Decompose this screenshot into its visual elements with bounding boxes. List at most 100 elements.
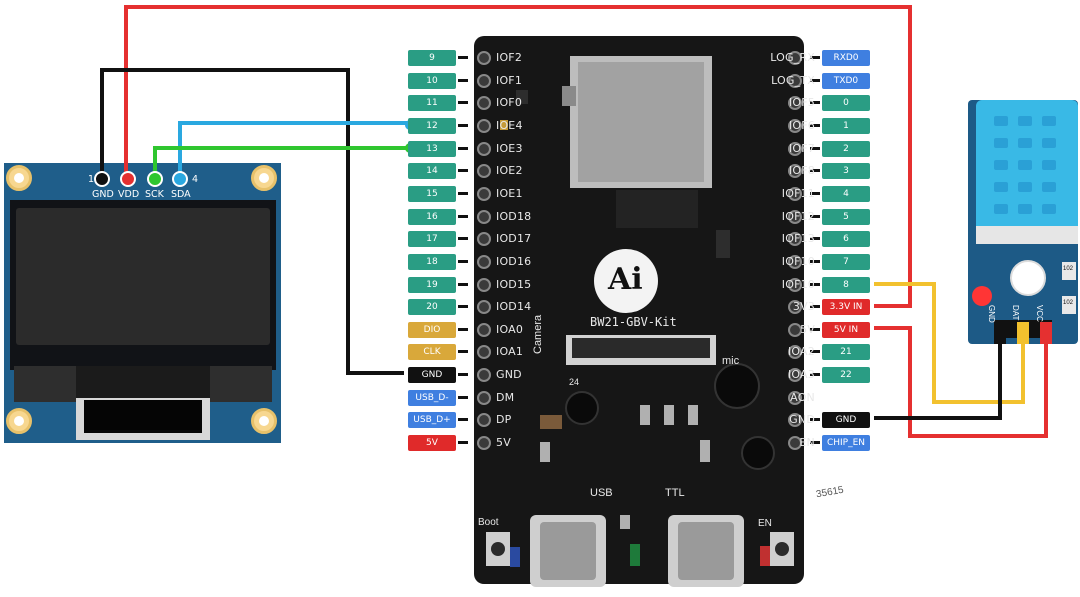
left-connector-12	[458, 327, 468, 331]
left-pin-15: DM	[496, 390, 515, 404]
right-connector-3	[810, 123, 820, 127]
left-hole-1	[477, 73, 491, 88]
wire-sda	[178, 121, 410, 175]
right-label-5: 3	[822, 163, 870, 180]
right-connector-7	[810, 214, 820, 218]
right-label-17: CHIP_EN	[822, 435, 870, 452]
left-hole-5	[477, 164, 491, 179]
right-hole-3	[788, 118, 802, 133]
right-hole-2	[788, 96, 802, 111]
left-label-11: 20	[408, 299, 456, 316]
left-connector-3	[458, 123, 468, 127]
left-pin-10: IOD15	[496, 277, 532, 291]
right-label-12: 5V IN	[822, 321, 870, 338]
left-label-1: 10	[408, 72, 456, 89]
sensor-resistor-2: 102	[1063, 300, 1074, 306]
oled-mount-hole-tr	[251, 165, 277, 191]
sensor-pins	[994, 322, 1052, 344]
right-label-9: 7	[822, 253, 870, 270]
left-label-12: DIO	[408, 321, 456, 338]
oled-mount-hole-bl	[6, 408, 32, 434]
left-label-0: 9	[408, 50, 456, 66]
left-label-9: 18	[408, 253, 456, 270]
oled-pin-num-4: 4	[192, 174, 199, 185]
left-label-4: 13	[408, 140, 456, 157]
left-hole-16	[477, 413, 491, 428]
sensor-resistor-1: 102	[1063, 266, 1074, 272]
right-connector-1	[810, 78, 820, 82]
left-hole-8	[477, 232, 491, 247]
left-hole-14	[477, 368, 491, 383]
right-pin-13: IOA2	[787, 345, 815, 359]
right-pin-9: IOF10	[781, 254, 815, 268]
left-hole-17	[477, 436, 491, 451]
left-pin-12: IOA0	[496, 322, 524, 336]
silk-ttl: TTL	[665, 487, 685, 499]
right-connector-9	[810, 259, 820, 263]
right-hole-1	[788, 73, 802, 88]
left-connector-5	[458, 169, 468, 173]
right-hole-7	[788, 209, 802, 224]
right-hole-17	[788, 436, 802, 451]
right-connector-16	[810, 418, 820, 422]
left-label-3: 12	[408, 117, 456, 134]
oled-mount-hole-tl	[6, 165, 32, 191]
right-connector-8	[810, 237, 820, 241]
left-hole-4	[477, 141, 491, 156]
right-connector-5	[810, 169, 820, 173]
right-label-13: 21	[822, 344, 870, 361]
wire-dat	[874, 282, 1025, 404]
right-label-6: 4	[822, 185, 870, 202]
right-pin-8: IOF13	[781, 232, 815, 246]
left-hole-10	[477, 277, 491, 292]
left-connector-0	[458, 56, 468, 59]
right-label-2: 0	[822, 95, 870, 112]
left-pin-2: IOF0	[496, 96, 523, 110]
right-pin-17: EN	[799, 436, 815, 450]
left-pin-9: IOD16	[496, 254, 532, 268]
right-connector-11	[810, 305, 820, 309]
left-label-7: 16	[408, 208, 456, 225]
left-connector-7	[458, 214, 468, 218]
right-hole-11	[788, 300, 802, 315]
left-connector-14	[458, 373, 468, 377]
silk-usb: USB	[590, 487, 613, 499]
wire-sck	[153, 146, 410, 175]
right-pin-0: LOG_RX	[770, 51, 815, 64]
right-hole-15	[788, 390, 802, 405]
left-connector-6	[458, 191, 468, 195]
left-label-10: 19	[408, 276, 456, 293]
left-connector-2	[458, 101, 468, 105]
right-pin-15: AON	[790, 390, 815, 404]
right-connector-6	[810, 191, 820, 195]
left-connector-17	[458, 441, 468, 445]
sensor-pin-vcc: VCC	[1035, 305, 1044, 322]
oled-pin-gnd: GND	[92, 189, 114, 200]
silk-24: 24	[569, 377, 580, 387]
left-pin-7: IOD18	[496, 209, 532, 223]
right-connector-12	[810, 327, 820, 331]
dht-grille	[994, 116, 1056, 214]
left-label-14: GND	[408, 367, 456, 384]
right-hole-10	[788, 277, 802, 292]
right-label-0: RXD0	[822, 50, 870, 66]
right-connector-0	[810, 56, 820, 59]
wire-vcc	[874, 326, 1048, 438]
left-connector-15	[458, 395, 468, 399]
left-label-17: 5V	[408, 435, 456, 452]
right-label-11: 3.3V IN	[822, 299, 870, 316]
left-pin-11: IOD14	[496, 300, 532, 314]
dht-sensor	[968, 100, 1078, 344]
silk-camera: Camera	[532, 314, 544, 354]
right-hole-16	[788, 413, 802, 428]
left-label-2: 11	[408, 95, 456, 112]
board-logo: Ai	[608, 262, 643, 297]
right-hole-5	[788, 164, 802, 179]
right-pin-1: LOG_TX	[771, 73, 815, 87]
silk-boot: Boot	[478, 517, 499, 528]
right-hole-6	[788, 186, 802, 201]
oled-pin-sda: SDA	[171, 189, 191, 200]
right-pin-4: IOF7	[788, 141, 815, 155]
right-pin-6: IOF11	[781, 186, 815, 200]
